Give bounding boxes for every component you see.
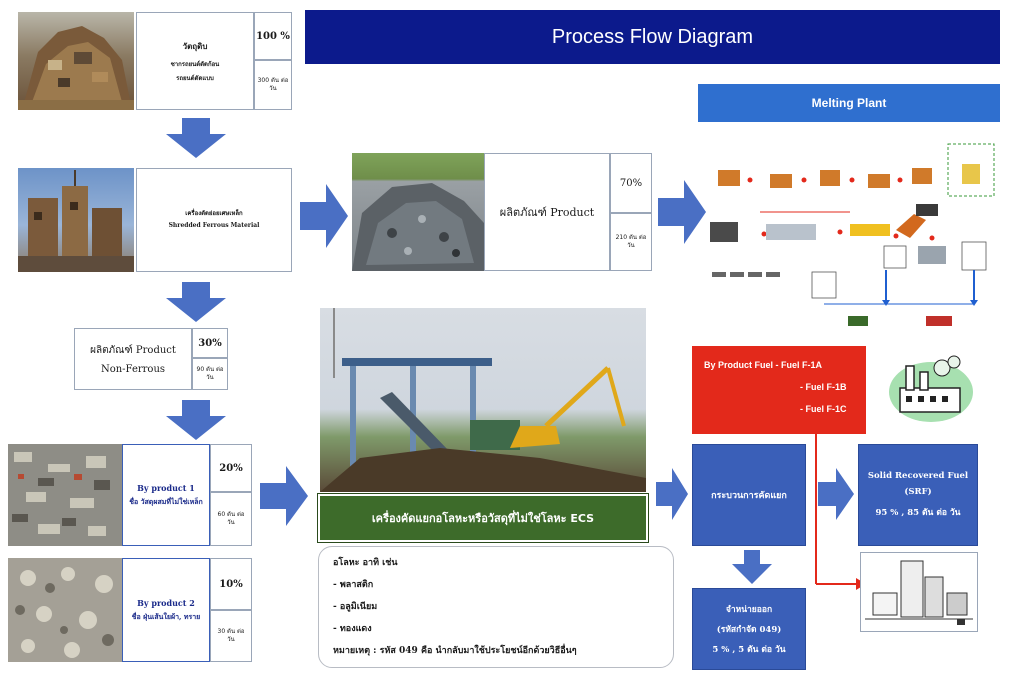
fuel-f1b: - Fuel F-1B [800,382,847,392]
title-bar: Process Flow Diagram [305,10,1000,64]
by-product-2-box: By product 2 ชื่อ ฝุ่นเส้นใยผ้า, ทราย [122,558,210,662]
nonmetal-item-aluminium: - อลูมิเนียม [333,602,378,612]
page-title: Process Flow Diagram [551,25,754,48]
nonferrous-product-percent-text: 30% [198,337,222,349]
nonferrous-product-tons-text: 90 ตัน ต่อ วัน [196,366,224,381]
by-product-2-name: ชื่อ ฝุ่นเส้นใยผ้า, ทราย [131,611,201,621]
arrow-down-2 [166,282,226,322]
ferrous-product-box: ผลิตภัณฑ์ Product [484,153,610,271]
ferrous-product-label: ผลิตภัณฑ์ Product [499,206,595,219]
raw-material-tons: 300 ตัน ต่อ วัน [254,60,292,110]
arrow-right-2 [658,180,706,244]
srf-abbrev: (SRF) [904,487,932,497]
ecs-label: เครื่องคัดแยกอโลหะหรือวัสดุที่ไม่ใช่โลหะ… [371,512,595,525]
arrow-right-1 [300,184,348,248]
nonmetal-item-plastic: - พลาสติก [333,580,374,590]
raw-material-name: วัตถุดิบ [182,40,208,51]
disposal-title: จำหน่ายออก [725,605,773,615]
srf-amount: 95 % , 85 ตัน ต่อ วัน [875,508,961,518]
ferrous-product-percent: 70% [610,153,652,213]
nonferrous-product-tons: 90 ตัน ต่อ วัน [192,358,228,390]
nonferrous-product-box: ผลิตภัณฑ์ Product Non-Ferrous [74,328,192,390]
nonferrous-product-sub: Non-Ferrous [100,364,166,375]
disposal-amount: 5 % , 5 ตัน ต่อ วัน [712,645,786,655]
by-product-1-tons-text: 60 ตัน ต่อ วัน [217,511,245,526]
srf-box: Solid Recovered Fuel (SRF) 95 % , 85 ตัน… [858,444,978,546]
raw-material-tons-text: 300 ตัน ต่อ วัน [257,77,289,92]
srf-name: Solid Recovered Fuel [867,471,969,481]
by-product-2-percent: 10% [210,558,252,610]
by-product-2-tons: 30 ตัน ต่อ วัน [210,610,252,662]
melting-plant-schematic [700,134,1000,330]
arrow-right-4 [656,468,688,520]
nonmetal-callout: อโลหะ อาทิ เช่น - พลาสติก - อลูมิเนียม -… [318,546,674,668]
melting-plant-header: Melting Plant [698,84,1000,122]
ecs-label-bar: เครื่องคัดแยกอโลหะหรือวัสดุที่ไม่ใช่โลหะ… [317,493,649,543]
sorting-process-label: กระบวนการคัดแยก [711,491,787,501]
fuel-f1c: - Fuel F-1C [800,404,847,414]
shredder-plant-photo [18,168,134,272]
by-product-2-percent-text: 10% [219,578,243,590]
raw-material-box: วัตถุดิบ ซากรถยนต์ตัดก้อน รถยนต์ตัดแบบ [136,12,254,110]
ferrous-product-tons: 210 ตัน ต่อ วัน [610,213,652,271]
nonmetal-note: หมายเหตุ : รหัส 049 คือ นำกลับมาใช้ประโย… [333,646,577,656]
by-product-2-tons-text: 30 ตัน ต่อ วัน [217,628,245,643]
nonmetal-item-copper: - ทองแดง [333,624,372,634]
disposal-box: จำหน่ายออก (รหัสกำจัด 049) 5 % , 5 ตัน ต… [692,588,806,670]
by-product-1-title: By product 1 [137,482,195,493]
arrow-down-4 [732,550,772,584]
melting-plant-title: Melting Plant [811,96,887,110]
shredder-thai-label: เครื่องตัดย่อยเศษเหล็ก [185,210,243,217]
ferrous-product-tons-text: 210 ตัน ต่อ วัน [615,234,647,249]
raw-material-percent: 100 % [254,12,292,60]
ecs-plant-photo [320,308,646,492]
by-product-1-name: ชื่อ วัสดุผสมที่ไม่ใช่เหล็ก [129,496,203,506]
by-product-2-title: By product 2 [137,597,195,608]
by-product-1-tons: 60 ตัน ต่อ วัน [210,492,252,546]
raw-material-percent-text: 100 % [256,30,290,42]
arrow-right-5 [818,468,854,520]
arrow-down-1 [166,118,226,158]
by-product-fuel-box: By Product Fuel - Fuel F-1A - Fuel F-1B … [692,346,866,434]
raw-material-type: ซากรถยนต์ตัดก้อน [170,60,220,68]
arrow-right-3 [260,466,308,526]
arrow-down-3 [166,400,226,440]
by-product-1-box: By product 1 ชื่อ วัสดุผสมที่ไม่ใช่เหล็ก [122,444,210,546]
by-product-1-percent: 20% [210,444,252,492]
scrap-car-pile-photo [18,12,134,110]
by-product-1-percent-text: 20% [219,462,243,474]
disposal-code: (รหัสกำจัด 049) [716,625,782,635]
shredder-box: เครื่องตัดย่อยเศษเหล็ก Shredded Ferrous … [136,168,292,272]
sorting-process-box: กระบวนการคัดแยก [692,444,806,546]
raw-material-subtype: รถยนต์ตัดแบบ [176,74,214,82]
nonferrous-product-percent: 30% [192,328,228,358]
nonferrous-product-label: ผลิตภัณฑ์ Product [90,345,176,356]
by-product-1-photo [8,444,122,546]
factory-icon [888,352,974,424]
boiler-schematic [860,552,978,632]
ferrous-product-percent-text: 70% [619,177,643,189]
nonmetal-heading: อโลหะ อาทิ เช่น [333,558,398,568]
shredder-english-label: Shredded Ferrous Material [168,222,260,229]
by-product-2-photo [8,558,122,662]
shredded-steel-photo [352,153,484,271]
fuel-f1a: By Product Fuel - Fuel F-1A [704,360,823,370]
